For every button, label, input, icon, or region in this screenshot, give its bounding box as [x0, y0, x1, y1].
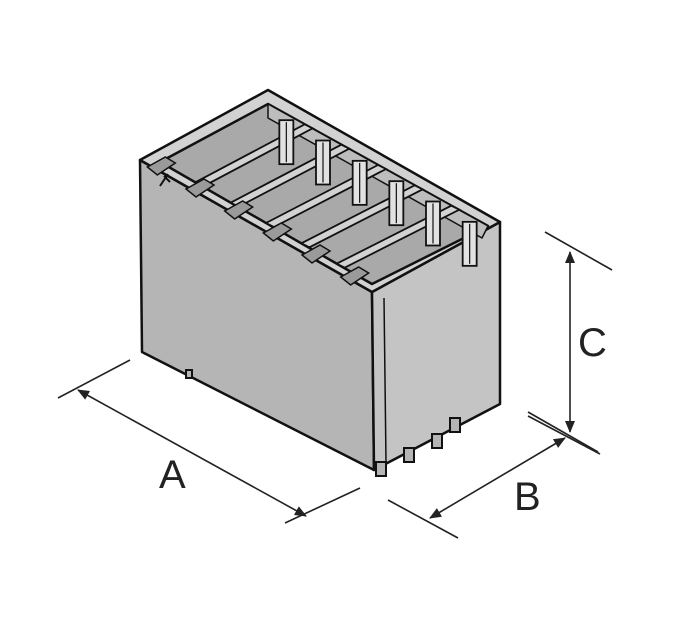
housing-corner-edge — [383, 297, 387, 463]
polarization-mark-icon — [159, 173, 171, 187]
latch-window — [339, 266, 371, 286]
pin-slot — [461, 220, 478, 267]
dimension-c-extension-top — [544, 231, 613, 271]
dimension-c-label: C — [578, 321, 607, 365]
bottom-peg — [375, 461, 387, 477]
latch-window — [261, 222, 293, 242]
dimension-b-label: B — [514, 475, 541, 519]
pin-slot — [351, 159, 368, 206]
latch-window — [145, 156, 177, 176]
dimension-b-arrow-line — [429, 437, 566, 519]
pin-slot — [388, 180, 405, 227]
dimension-a-label: A — [159, 453, 186, 497]
bottom-peg — [185, 369, 193, 379]
latch-window — [223, 200, 255, 220]
dimension-b — [387, 415, 601, 539]
dimension-b-extension-right — [527, 415, 601, 455]
dimension-a — [57, 359, 361, 524]
dimension-a-arrow-line — [77, 389, 307, 517]
bottom-peg — [431, 433, 443, 449]
bottom-peg — [449, 417, 461, 433]
dimension-c — [527, 231, 613, 453]
dimension-b-extension-left — [387, 499, 459, 539]
bottom-peg — [403, 447, 415, 463]
pin-slots — [278, 119, 478, 267]
dimension-c-extension-bottom — [527, 411, 599, 453]
pin-slot — [315, 139, 331, 186]
latch-window — [300, 244, 332, 264]
pin-slot — [425, 200, 441, 247]
latch-windows — [145, 156, 371, 286]
latch-window — [184, 178, 216, 198]
pin-slot — [278, 119, 295, 166]
dimension-a-extension-right — [284, 487, 361, 524]
dimension-a-extension-left — [57, 359, 131, 399]
